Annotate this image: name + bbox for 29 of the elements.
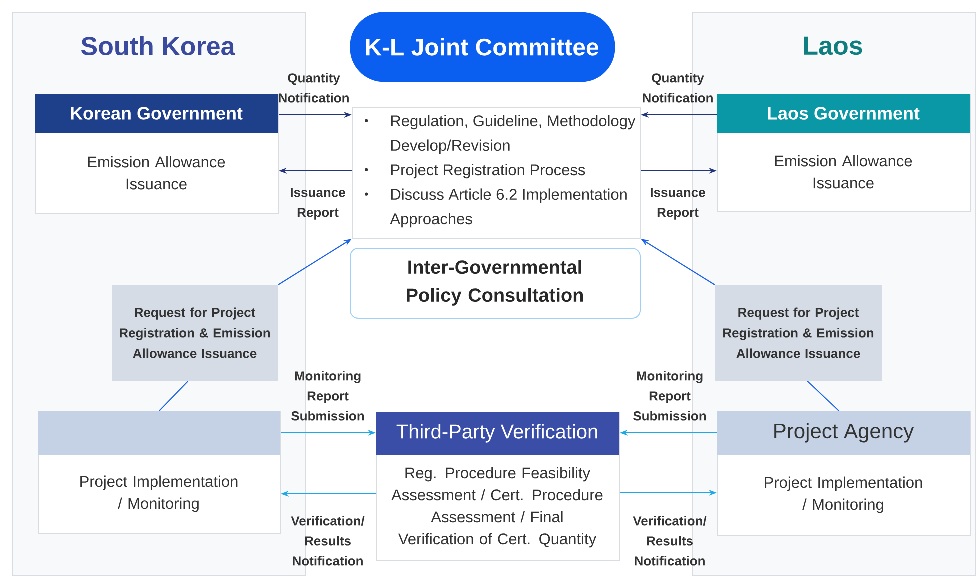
request-box: Request for Project Registration & Emission Allowance Issuance	[715, 285, 882, 382]
box-heading: Korean Government	[71, 107, 243, 120]
request-box: Request for Project Registration & Emission Allowance Issuance	[112, 285, 278, 382]
box-text: Project Implementation / Monitoring	[765, 476, 922, 514]
box-text: Emission Allowance Issuance	[775, 155, 912, 189]
consultation-box: Inter-Governmental Policy Consultation	[350, 248, 641, 319]
region-heading: South Korea	[81, 36, 236, 56]
edge-label: Verification/ Results Notification	[291, 516, 365, 566]
edge-label: Quantity Notification	[643, 73, 713, 103]
box-heading: Third-Party Verification	[396, 424, 598, 443]
edge-label: Verification/ Results Notification	[633, 516, 707, 566]
box-text: Emission Allowance Issuance	[88, 156, 226, 190]
box-heading: Laos Government	[768, 107, 920, 120]
edge-label: Quantity Notification	[279, 73, 349, 103]
committee-pill: K-L Joint Committee	[350, 12, 616, 82]
edge-label: Monitoring Report Submission	[292, 371, 364, 421]
agency-box	[35, 94, 279, 214]
agency-box	[717, 411, 971, 536]
box-text: Reg. Procedure Feasibility Assessment / Cert. Procedure Assessment / Final Verification of Cert. Quantity	[392, 467, 603, 548]
topic-list-box: Regulation, Guideline, Methodology Develop/Revision Project Registration Process Discuss Article 6.2 Implementation Approaches	[352, 107, 641, 239]
edge-label: Issuance Report	[651, 188, 706, 220]
agency-box	[717, 94, 971, 212]
region-heading: Laos	[804, 36, 862, 56]
agency-box	[376, 412, 620, 561]
edge-label: Issuance Report	[291, 188, 346, 220]
box-heading: Project Agency	[774, 423, 914, 443]
edge-label: Monitoring Report Submission	[634, 371, 706, 421]
box-text: Project Implementation / Monitoring	[80, 476, 238, 512]
agency-box	[38, 411, 281, 534]
